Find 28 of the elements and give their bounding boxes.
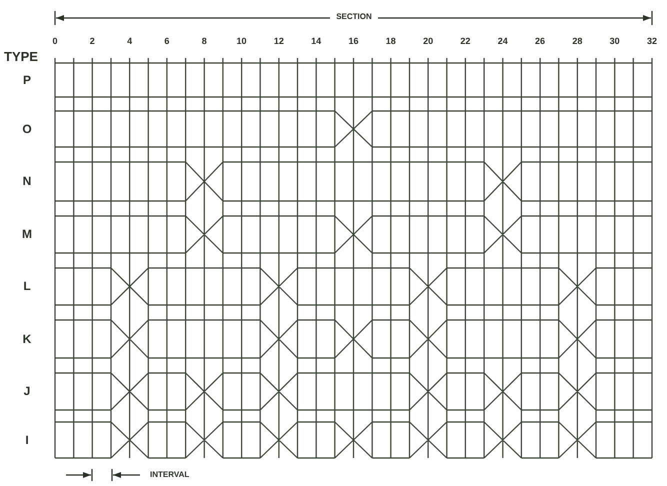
tick-label: 6 [164, 37, 170, 46]
dimension-label: INTERVAL [150, 471, 190, 479]
tick-label: 10 [236, 37, 247, 46]
tick-label: 28 [572, 37, 582, 46]
row-label: K [22, 333, 32, 345]
row-label: J [24, 385, 30, 397]
tick-label: 26 [535, 37, 546, 46]
tick-label: 14 [311, 37, 322, 46]
tick-label: 20 [423, 37, 434, 46]
tick-label: 16 [348, 37, 358, 46]
tick-label: 24 [498, 37, 508, 46]
tick-label: 0 [52, 37, 58, 46]
tick-label: 32 [647, 37, 657, 46]
tick-label: 2 [90, 37, 95, 46]
tick-label: 18 [386, 37, 396, 46]
row-label: L [23, 280, 31, 292]
row-label: I [25, 434, 29, 446]
tick-label: 8 [202, 37, 207, 46]
row-label: N [22, 175, 32, 187]
column-heading: TYPE [4, 50, 38, 63]
row-label: P [23, 74, 31, 86]
tick-label: 12 [274, 37, 284, 46]
row-label: M [22, 228, 32, 240]
tick-label: 4 [127, 37, 132, 46]
row-label: O [22, 123, 32, 135]
dimension-label: SECTION [336, 13, 372, 21]
tick-label: 30 [610, 37, 620, 46]
tick-label: 22 [460, 37, 470, 46]
